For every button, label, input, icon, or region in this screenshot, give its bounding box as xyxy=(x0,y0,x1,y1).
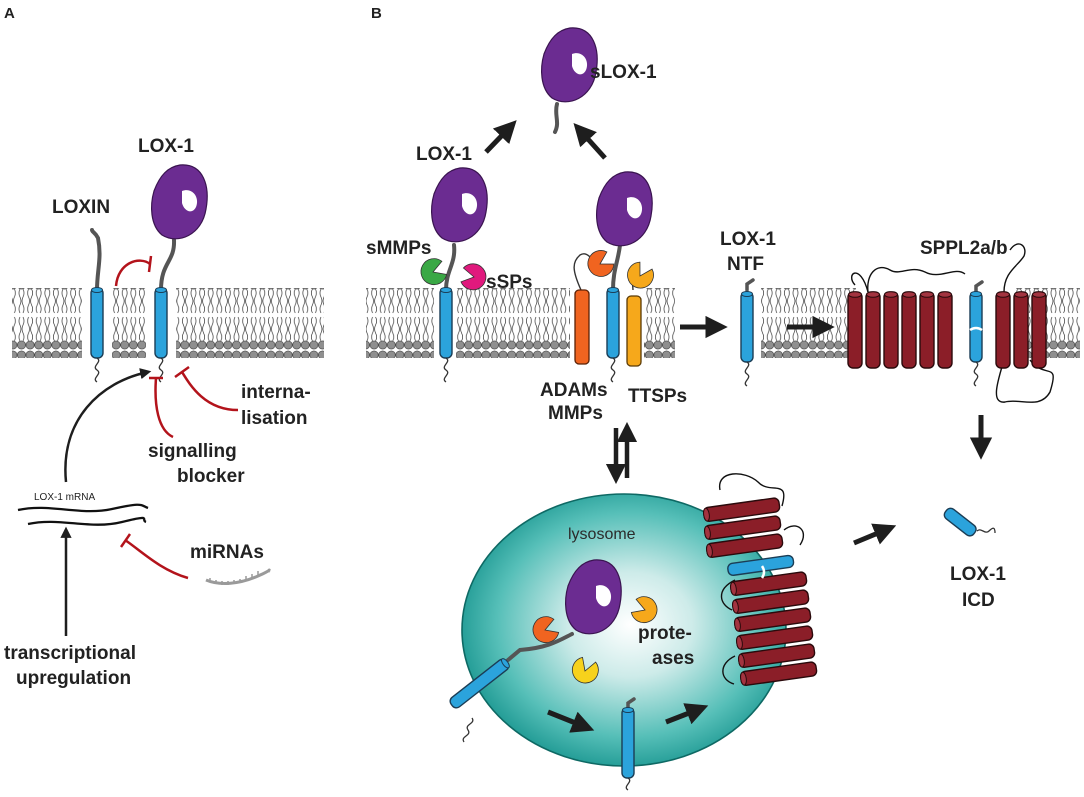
slox1-protein xyxy=(541,27,598,134)
lox1-receptor-cleaved xyxy=(596,171,653,383)
transcription-label-1: transcriptional xyxy=(4,643,136,664)
signalling-label-2: blocker xyxy=(177,466,245,487)
loxin-protein xyxy=(90,228,104,383)
adams-label: ADAMs xyxy=(540,380,608,401)
lox1-ntf-lysosomal xyxy=(621,697,636,791)
lox1-lysosomal xyxy=(447,559,622,743)
lysosome-label: lysosome xyxy=(568,526,636,543)
proteases-label-2: ases xyxy=(652,648,694,669)
signalling-blocker-inhibition xyxy=(154,377,174,439)
internalisation-inhibition xyxy=(180,371,239,412)
translation-arrow xyxy=(64,368,152,483)
transcription-label-2: upregulation xyxy=(16,668,131,689)
sppl2-complex xyxy=(847,243,1054,403)
lox1-receptor-b xyxy=(431,167,488,383)
lysosomal-arrow-2 xyxy=(665,703,709,725)
mirnas-label: miRNAs xyxy=(190,542,264,563)
mrna-label: LOX-1 mRNA xyxy=(34,492,95,503)
sppl2-complex-lysosomal xyxy=(702,473,818,687)
lox1-label-a: LOX-1 xyxy=(138,136,194,157)
ttsps-label: TTSPs xyxy=(628,386,687,407)
proteases-label-1: prote- xyxy=(638,623,692,644)
smmp-enzyme xyxy=(416,255,450,289)
panel-b-letter: B xyxy=(371,5,382,22)
mirna-icon xyxy=(205,568,271,585)
lysosomal-arrow-1 xyxy=(547,709,595,733)
shedding-arrow-right xyxy=(573,122,607,160)
sppl-label: SPPL2a/b xyxy=(920,238,1008,259)
panel-b: B sLOX-1 LOX-1 sMMPs sSPs xyxy=(366,5,1080,791)
panel-a: A LOXIN LOX-1 interna- lisation sig xyxy=(4,5,324,689)
mirna-inhibition xyxy=(124,538,189,580)
smmps-label: sMMPs xyxy=(366,238,431,259)
panel-a-letter: A xyxy=(4,5,15,22)
loxin-label: LOXIN xyxy=(52,197,110,218)
icd-label-2: ICD xyxy=(962,590,995,611)
signalling-label-1: signalling xyxy=(148,441,237,462)
icd-label-1: LOX-1 xyxy=(950,564,1006,585)
internalisation-label-1: interna- xyxy=(241,382,311,403)
loxin-inhibition xyxy=(114,259,151,287)
slox1-label: sLOX-1 xyxy=(590,62,657,83)
lox1-icd xyxy=(943,507,996,537)
lox1-label-b: LOX-1 xyxy=(416,144,472,165)
ssps-label: sSPs xyxy=(486,272,532,293)
lox1-ntf xyxy=(740,278,755,387)
lox1-mrna xyxy=(17,503,149,526)
mmps-label: MMPs xyxy=(548,403,603,424)
ntf-label-2: NTF xyxy=(727,254,764,275)
ntf-label-1: LOX-1 xyxy=(720,229,776,250)
icd-arrow xyxy=(853,523,897,546)
adam-enzyme xyxy=(582,246,618,282)
internalisation-label-2: lisation xyxy=(241,408,308,429)
ssp-enzyme xyxy=(459,261,489,293)
shedding-arrow-left xyxy=(484,120,517,154)
